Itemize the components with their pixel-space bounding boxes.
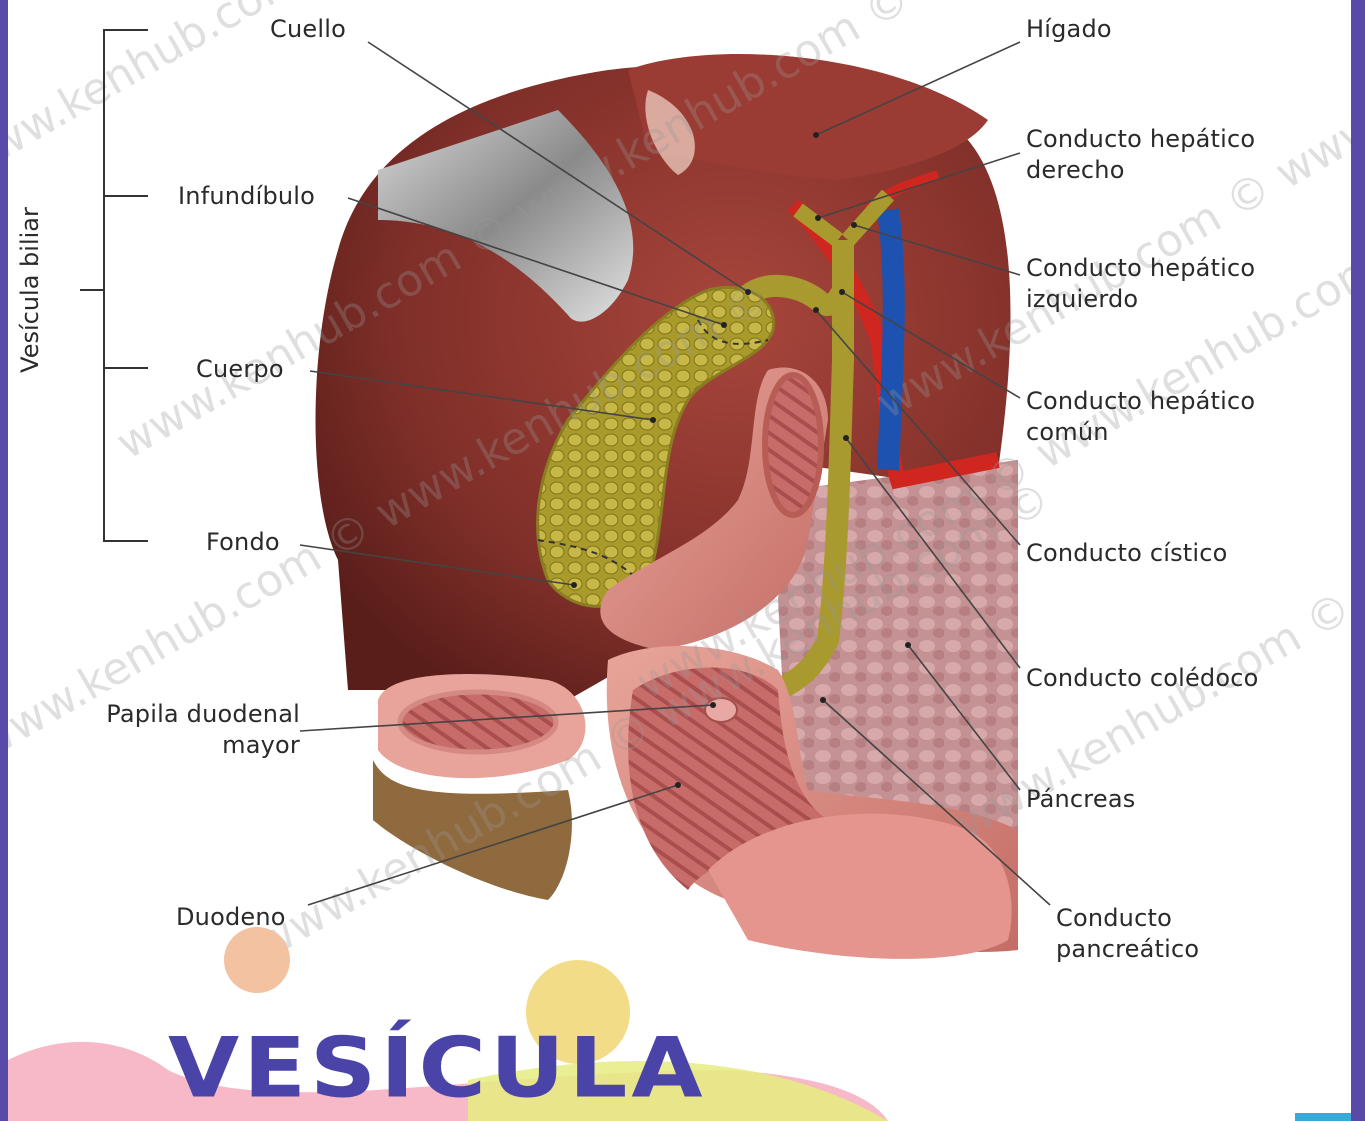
page-title: VESÍCULA (168, 1020, 707, 1116)
label-papila-line1: Papila duodenal (68, 699, 300, 730)
label-hepatico-comun-line2: común (1026, 417, 1255, 448)
label-fondo: Fondo (206, 527, 280, 558)
label-hepatico-izquierdo-line2: izquierdo (1026, 284, 1255, 315)
label-coledoco: Conducto colédoco (1026, 663, 1259, 694)
colon-lumen (400, 692, 556, 752)
label-cistico: Conducto cístico (1026, 538, 1228, 569)
label-higado: Hígado (1026, 14, 1112, 45)
label-conducto-pancreatico-line1: Conducto (1056, 903, 1199, 934)
label-duodeno: Duodeno (176, 902, 286, 933)
label-hepatico-comun-line1: Conducto hepático (1026, 386, 1255, 417)
label-hepatico-comun: Conducto hepático común (1026, 386, 1255, 448)
label-pancreas: Páncreas (1026, 784, 1135, 815)
label-conducto-pancreatico-line2: pancreático (1056, 934, 1199, 965)
duodenum-lumen (765, 375, 821, 515)
label-cuerpo: Cuerpo (196, 354, 284, 385)
label-infundibulo: Infundíbulo (178, 181, 315, 212)
label-hepatico-derecho: Conducto hepático derecho (1026, 124, 1255, 186)
label-hepatico-izquierdo-line1: Conducto hepático (1026, 253, 1255, 284)
portal-vein (888, 210, 894, 470)
vesicula-biliar-label: Vesícula biliar (16, 207, 44, 373)
label-hepatico-derecho-line2: derecho (1026, 155, 1255, 186)
diagram-frame: www.kenhub.com © www.kenhub.com © www.ke… (8, 0, 1351, 1121)
label-hepatico-derecho-line1: Conducto hepático (1026, 124, 1255, 155)
label-hepatico-izquierdo: Conducto hepático izquierdo (1026, 253, 1255, 315)
label-conducto-pancreatico: Conducto pancreático (1056, 903, 1199, 965)
corner-tab (1295, 1113, 1351, 1121)
label-papila: Papila duodenal mayor (68, 699, 300, 761)
label-cuello: Cuello (270, 14, 346, 45)
decor-circle-peach (224, 927, 290, 993)
label-papila-line2: mayor (68, 730, 300, 761)
